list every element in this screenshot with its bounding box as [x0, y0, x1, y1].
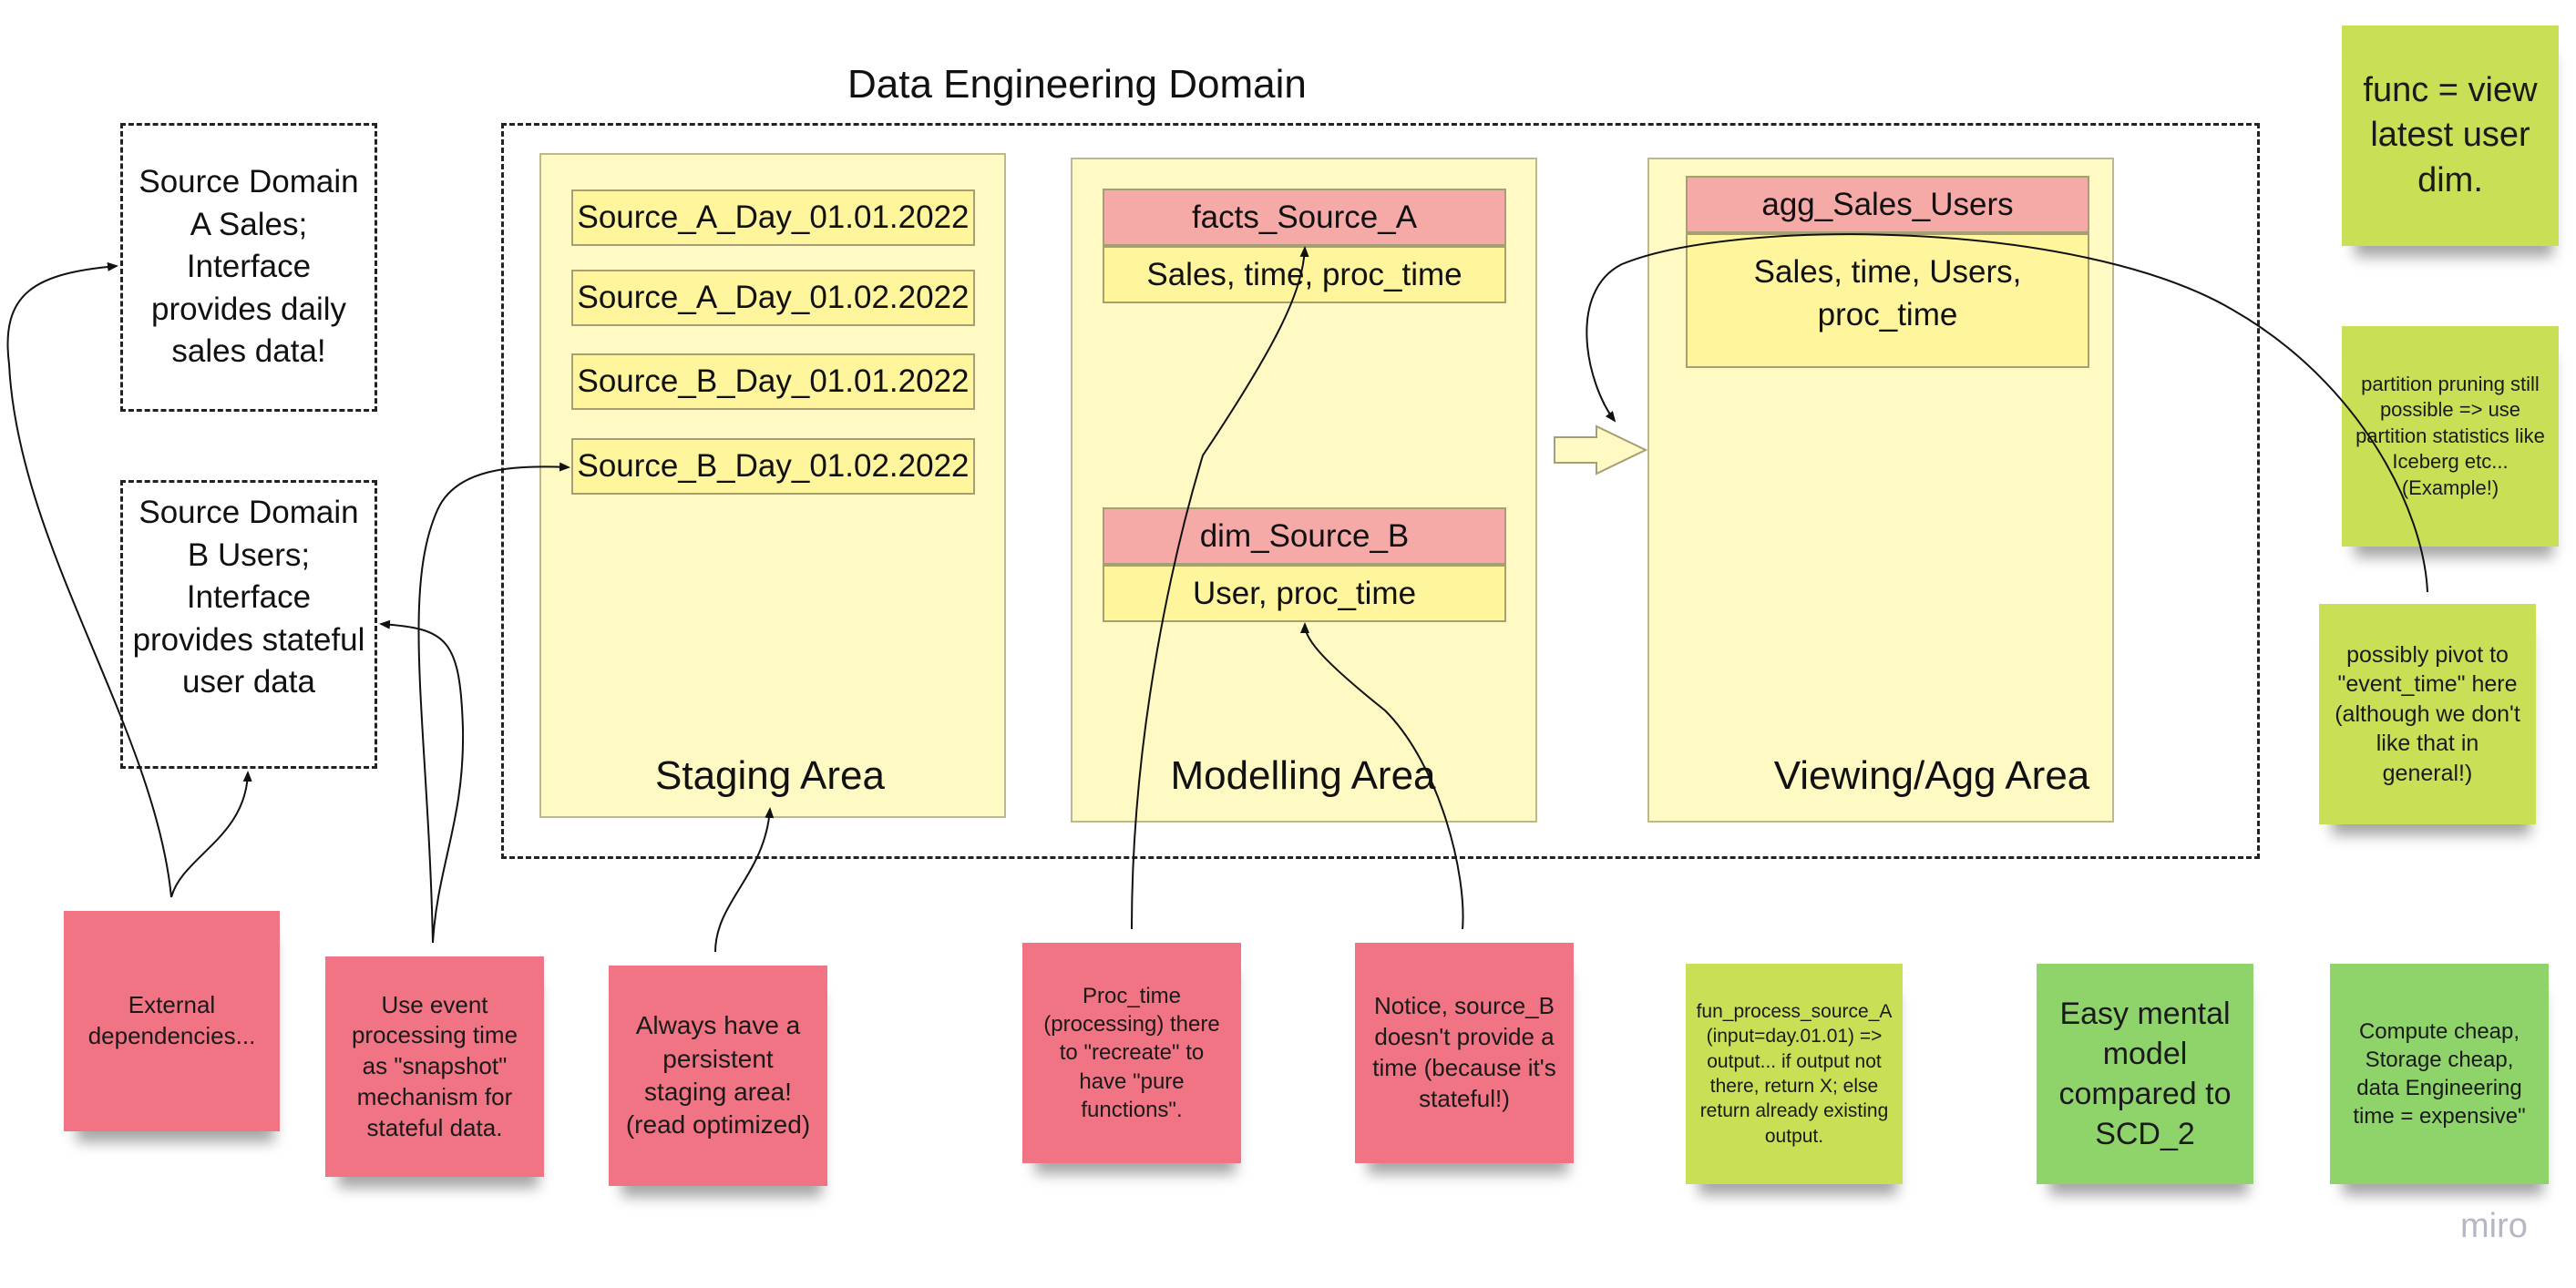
viewing-agg-area-label: Viewing/Agg Area	[1773, 753, 2090, 798]
note-pivot-event-time: possibly pivot to "event_time" here (alt…	[2319, 604, 2536, 824]
facts-source-a-header: facts_Source_A	[1103, 189, 1506, 246]
miro-watermark: miro	[2460, 1207, 2528, 1245]
staging-area-label: Staging Area	[655, 753, 885, 798]
staging-item: Source_A_Day_01.01.2022	[571, 189, 975, 246]
source-domain-b: Source Domain B Users; Interface provide…	[132, 495, 365, 700]
dim-source-b-header: dim_Source_B	[1103, 507, 1506, 565]
note-partition-pruning: partition pruning still possible => use …	[2342, 326, 2559, 547]
note-persistent-staging: Always have a persistent staging area! (…	[609, 966, 827, 1186]
staging-item: Source_B_Day_01.01.2022	[571, 353, 975, 410]
agg-sales-users-body: Sales, time, Users, proc_time	[1686, 233, 2089, 368]
source-domain-b-box: Source Domain B Users; Interface provide…	[120, 480, 377, 769]
domain-title: Data Engineering Domain	[847, 62, 1307, 107]
connector-event-note-to-source-b	[379, 619, 465, 944]
modelling-area-label: Modelling Area	[1170, 753, 1436, 798]
note-external-dependencies: External dependencies...	[64, 911, 280, 1131]
note-source-b-time: Notice, source_B doesn't provide a time …	[1355, 943, 1574, 1163]
note-func-view: func = view latest user dim.	[2342, 26, 2559, 246]
facts-source-a-body: Sales, time, proc_time	[1103, 246, 1506, 303]
note-compute-cheap: Compute cheap, Storage cheap, data Engin…	[2330, 964, 2549, 1184]
source-domain-a: Source Domain A Sales; Interface provide…	[120, 123, 377, 412]
dim-source-b-body: User, proc_time	[1103, 565, 1506, 622]
note-proc-time: Proc_time (processing) there to "recreat…	[1022, 943, 1241, 1163]
agg-sales-users-header: agg_Sales_Users	[1686, 176, 2089, 233]
connector-external-to-source-b	[170, 771, 252, 898]
staging-item: Source_B_Day_01.02.2022	[571, 438, 975, 495]
staging-item: Source_A_Day_01.02.2022	[571, 270, 975, 326]
note-fun-process: fun_process_source_A (input=day.01.01) =…	[1686, 964, 1903, 1184]
note-mental-model: Easy mental model compared to SCD_2	[2037, 964, 2253, 1184]
note-event-processing-time: Use event processing time as "snapshot" …	[325, 956, 544, 1177]
